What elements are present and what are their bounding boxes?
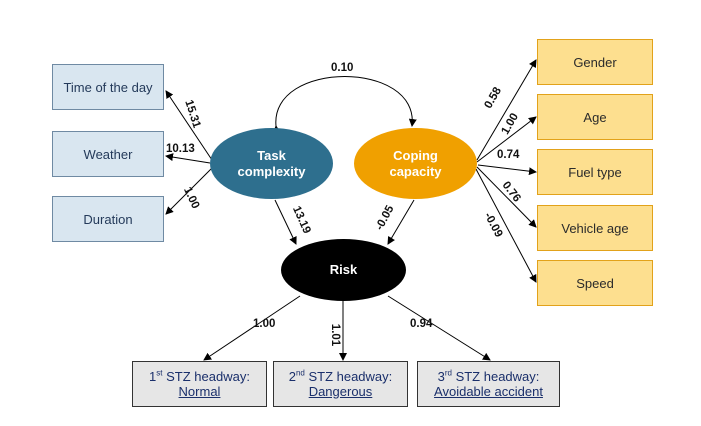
covariance-arrow bbox=[272, 76, 417, 134]
indicator-gender: Gender bbox=[537, 39, 653, 85]
indicator-fuel-type: Fuel type bbox=[537, 149, 653, 195]
edge-coping-age bbox=[476, 116, 537, 163]
covariance-coef: 0.10 bbox=[331, 62, 354, 74]
indicator-age: Age bbox=[537, 94, 653, 140]
edge-task-duration bbox=[165, 167, 213, 215]
edge-coping-risk bbox=[387, 199, 415, 245]
edge-coping-gender bbox=[476, 59, 537, 161]
outcome-2-box: 2nd STZ headway: Dangerous bbox=[273, 361, 408, 407]
node-coping-capacity: Coping capacity bbox=[354, 128, 477, 199]
indicator-vehicle-age: Vehicle age bbox=[537, 205, 653, 251]
coef-outcome-2: 1.01 bbox=[329, 323, 342, 347]
coef-weather: 10.13 bbox=[166, 143, 195, 155]
edge-coping-speed bbox=[475, 168, 537, 283]
outcome-2-value: Dangerous bbox=[308, 384, 373, 399]
edge-task-risk bbox=[274, 199, 297, 245]
outcome-1-box: 1st STZ headway: Normal bbox=[132, 361, 267, 407]
indicator-duration: Duration bbox=[52, 196, 164, 242]
node-risk: Risk bbox=[281, 239, 406, 301]
indicator-weather: Weather bbox=[52, 131, 164, 177]
outcome-1-title: 1st STZ headway: bbox=[149, 368, 250, 384]
outcome-1-value: Normal bbox=[178, 384, 221, 399]
coef-fuel-type: 0.74 bbox=[497, 149, 520, 161]
edge-task-weather bbox=[165, 153, 211, 164]
indicator-speed: Speed bbox=[537, 260, 653, 306]
node-risk-label: Risk bbox=[329, 262, 358, 277]
edge-risk-outcome-1 bbox=[203, 295, 301, 361]
edge-risk-outcome-3 bbox=[387, 295, 491, 361]
outcome-2-title: 2nd STZ headway: bbox=[288, 368, 393, 384]
coef-outcome-3: 0.94 bbox=[410, 318, 433, 330]
node-coping-capacity-label: Coping capacity bbox=[389, 147, 442, 179]
coef-outcome-1: 1.00 bbox=[253, 318, 276, 330]
outcome-3-box: 3rd STZ headway: Avoidable accident bbox=[417, 361, 560, 407]
outcome-3-title: 3rd STZ headway: bbox=[437, 368, 540, 384]
indicator-time-of-day: Time of the day bbox=[52, 64, 164, 110]
edge-task-time bbox=[165, 90, 213, 161]
edge-coping-vehicle-age bbox=[476, 166, 537, 228]
node-task-complexity: Task complexity bbox=[210, 128, 333, 199]
outcome-3-value: Avoidable accident bbox=[434, 384, 543, 399]
edge-coping-fuel bbox=[477, 164, 537, 176]
node-task-complexity-label: Task complexity bbox=[237, 147, 306, 179]
